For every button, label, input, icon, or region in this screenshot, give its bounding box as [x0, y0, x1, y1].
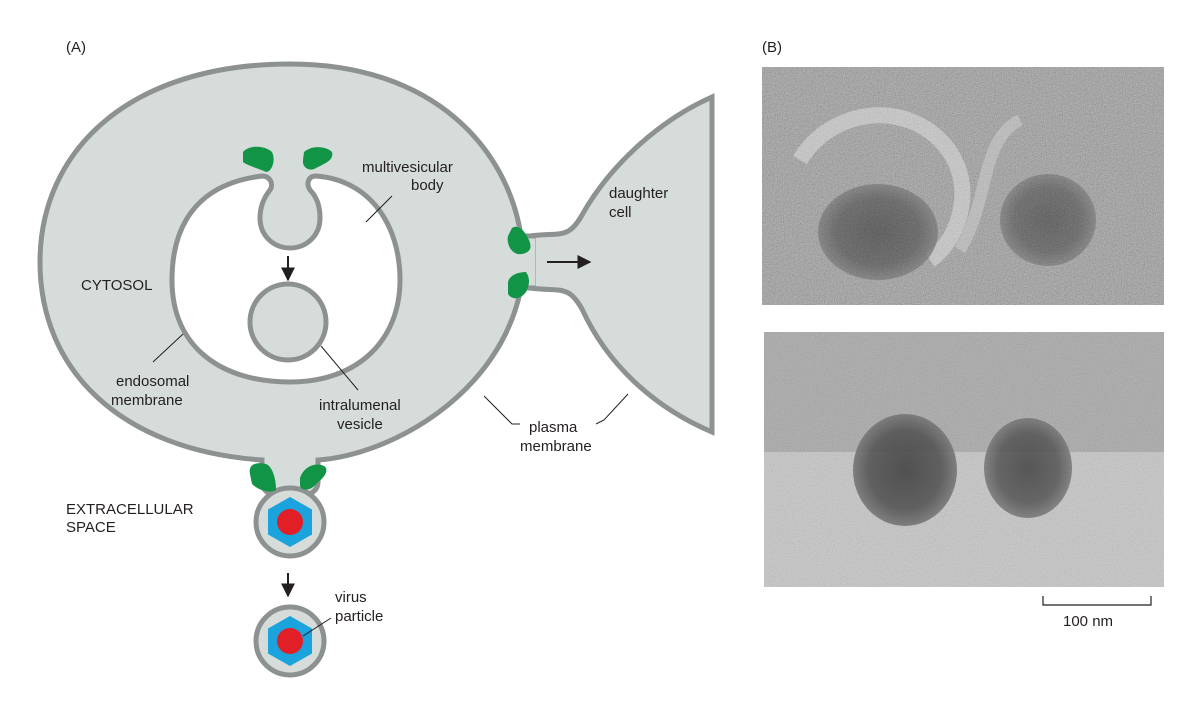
plasma-leader-left — [483, 395, 520, 425]
cytosol-label: CYTOSOL — [81, 277, 152, 294]
scale-bar — [1042, 596, 1152, 606]
escrt-icon — [302, 147, 333, 170]
plasma-label-2: membrane — [520, 438, 592, 455]
endosomal-label-1: endosomal — [116, 373, 189, 390]
panel-a-label: (A) — [66, 39, 86, 56]
endosomal-leader — [152, 333, 184, 363]
daughter-label-1: daughter — [609, 185, 668, 202]
panel-b-label: (B) — [762, 39, 782, 56]
escrt-icon — [249, 463, 276, 492]
mvb-leader — [365, 195, 393, 223]
scale-bar-label: 100 nm — [1063, 613, 1113, 630]
escrt-icon — [243, 146, 274, 172]
escrt-icon — [508, 272, 529, 299]
virus-leader — [302, 617, 332, 637]
extracellular-label-1: EXTRACELLULAR — [66, 501, 194, 518]
endosomal-label-2: membrane — [111, 392, 183, 409]
budding-virus — [253, 485, 327, 559]
micrograph-top — [762, 67, 1164, 305]
escrt-proteins — [243, 146, 531, 492]
mvb-label-2: body — [411, 177, 444, 194]
ilv-label-1: intralumenal — [319, 397, 401, 414]
daughter-label-2: cell — [609, 204, 632, 221]
released-virus — [253, 604, 327, 678]
escrt-icon — [300, 464, 327, 490]
genome-icon — [277, 509, 303, 535]
extracellular-label-2: SPACE — [66, 519, 116, 536]
escrt-icon — [507, 226, 531, 255]
virus-label-2: particle — [335, 608, 383, 625]
genome-icon — [277, 628, 303, 654]
ilv-leader — [320, 345, 359, 391]
virus-label-1: virus — [335, 589, 367, 606]
ilv-label-2: vesicle — [337, 416, 383, 433]
plasma-leader-right — [595, 393, 629, 425]
micrograph-bottom — [764, 332, 1164, 587]
daughter-cell — [527, 93, 715, 436]
plasma-label-1: plasma — [529, 419, 578, 436]
mvb-label-1: multivesicular — [362, 159, 453, 176]
intralumenal-vesicle — [247, 281, 329, 363]
